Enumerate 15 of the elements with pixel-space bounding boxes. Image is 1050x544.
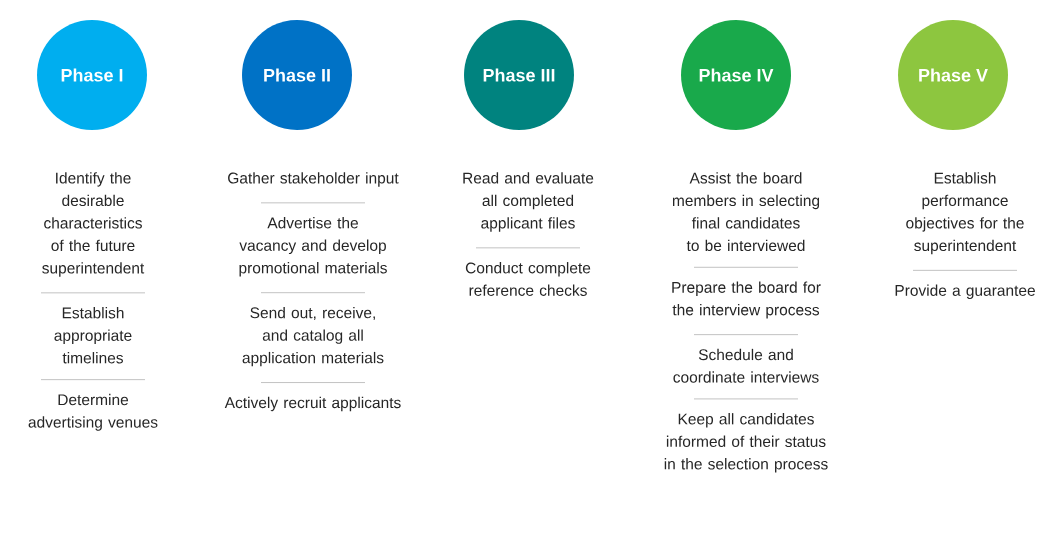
step-text: Keep all candidates informed of their status in the selection process — [664, 413, 828, 473]
step-text: Schedule and coordinate interviews — [673, 348, 819, 383]
step-text: Gather stakeholder input — [228, 172, 399, 187]
step-text: Send out, receive, and catalog all application materials — [242, 306, 384, 367]
step-text: Actively recruit applicants — [224, 396, 401, 412]
step-text: Identify the desirable characteristics of the future superintendent — [42, 172, 145, 277]
step-text: Conduct complete reference checks — [465, 262, 591, 296]
step-text: Prepare the board for the interview process — [672, 281, 821, 319]
step-text: Provide a guarantee — [895, 284, 1035, 299]
step-text: Determine advertising venues — [28, 393, 158, 431]
step-text: Establish appropriate timelines — [54, 307, 132, 364]
step-text: Advertise the vacancy and develop promotional materials — [239, 217, 387, 277]
step-text: Assist the board members in selecting final candidates to be interviewed — [672, 172, 820, 252]
step-text: Read and evaluate all completed applicant files — [463, 172, 594, 232]
step-text: Establish performance objectives for the superintendent — [906, 172, 1024, 255]
